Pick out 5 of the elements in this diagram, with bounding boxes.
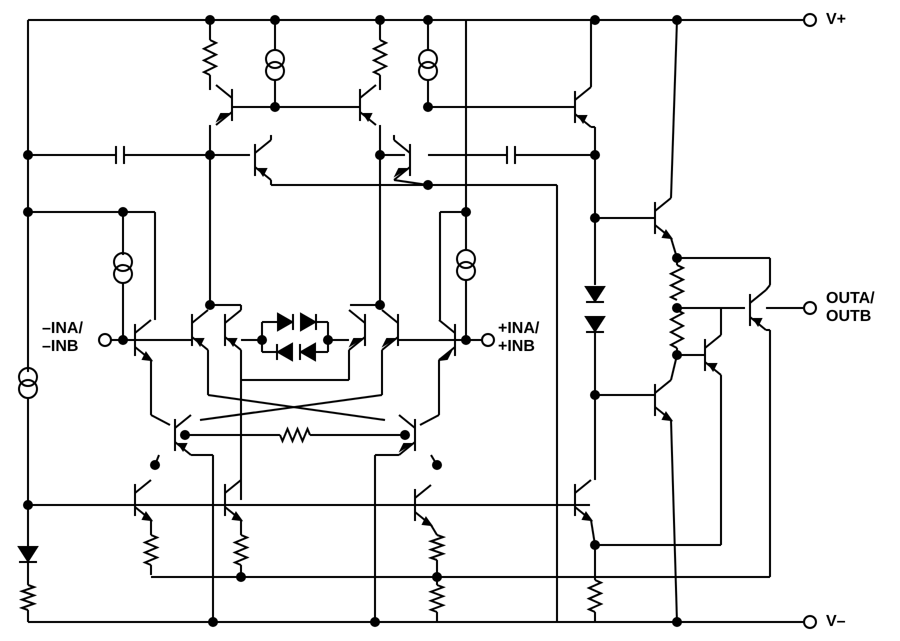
terminal-label: OUTA/ OUTB — [826, 290, 876, 326]
terminal-label: V– — [826, 613, 847, 631]
terminal-label: V+ — [826, 11, 848, 29]
terminal-label: –INA/ –INB — [42, 320, 84, 356]
terminal-label: +INA/ +INB — [498, 320, 540, 356]
